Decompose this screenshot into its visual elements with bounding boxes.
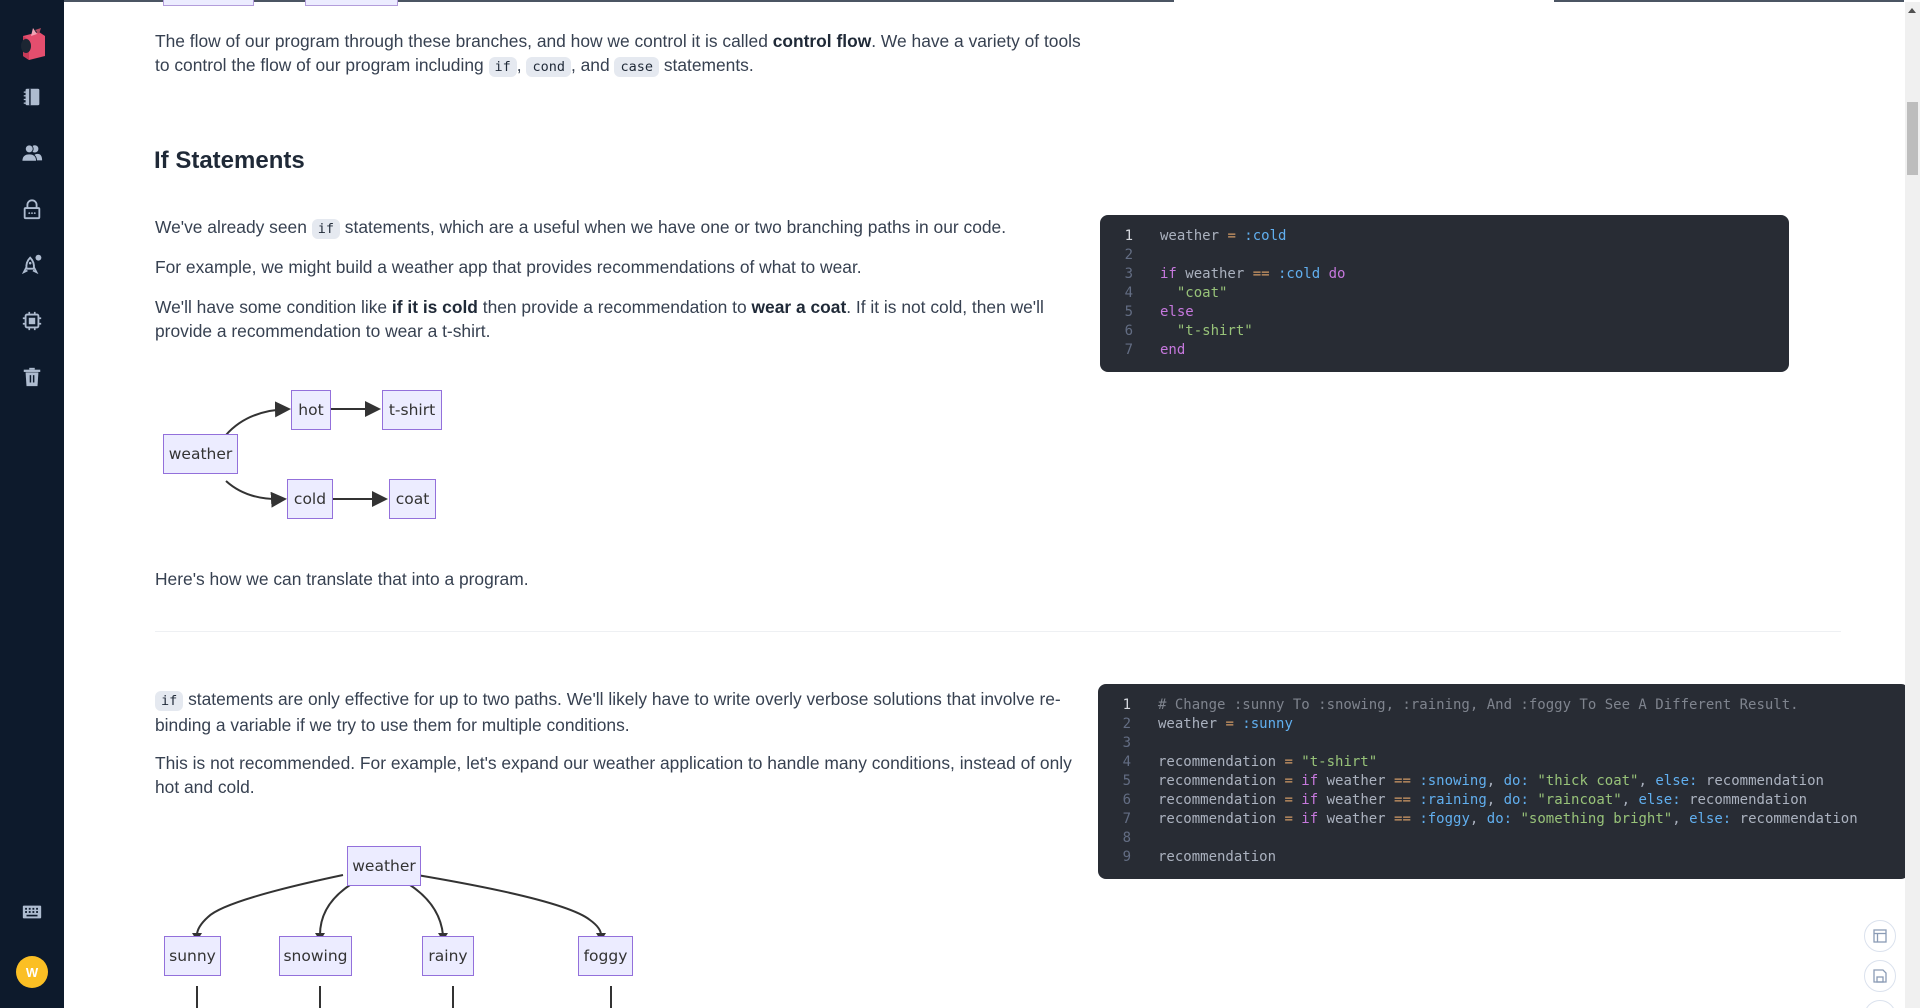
- page-scrollbar[interactable]: [1905, 2, 1920, 1008]
- save-button[interactable]: [1864, 960, 1896, 992]
- node-cold: cold: [287, 479, 333, 519]
- sidebar-item-runtime[interactable]: [20, 309, 44, 333]
- loading-bar-left: [64, 0, 1174, 2]
- section-heading: If Statements: [154, 147, 305, 174]
- users-icon: [21, 144, 43, 162]
- weather-conditions-flowchart: weather sunny snowing rainy foggy: [164, 845, 705, 1008]
- node-rainy: rainy: [422, 936, 474, 976]
- paragraph-not-recommended: This is not recommended. For example, le…: [155, 753, 1072, 797]
- save-icon: [1873, 969, 1887, 983]
- rocket-notification-icon: [21, 254, 42, 275]
- inline-code-case: case: [614, 57, 659, 77]
- diagram-node-stub: [305, 0, 398, 6]
- layout-icon: [1873, 929, 1887, 943]
- node-snowing: snowing: [279, 936, 352, 976]
- node-hot: hot: [291, 390, 331, 430]
- code-line: 6 "t-shirt": [1124, 323, 1253, 339]
- code-line: 2: [1124, 247, 1133, 263]
- sidebar-item-notebooks[interactable]: [20, 85, 44, 109]
- sidebar: W: [0, 0, 64, 1008]
- inline-code-cond: cond: [526, 57, 571, 77]
- sidebar-item-keyboard-shortcuts[interactable]: [20, 900, 44, 924]
- node-sunny: sunny: [164, 936, 221, 976]
- section-divider: [155, 631, 1841, 632]
- code-line: 8: [1122, 830, 1131, 846]
- paragraph-already-seen-if: We've already seen if statements, which …: [155, 217, 1007, 239]
- paragraph-translate: Here's how we can translate that into a …: [155, 569, 529, 589]
- sidebar-item-hub[interactable]: [20, 253, 44, 277]
- avatar-initial: W: [25, 964, 39, 980]
- bold-control-flow: control flow: [772, 31, 872, 51]
- code-cell-multiple-ifs[interactable]: 1# Change :sunny To :snowing, :raining, …: [1098, 684, 1909, 879]
- sidebar-item-secrets[interactable]: [20, 197, 44, 221]
- inline-code-if: if: [155, 691, 184, 711]
- node-foggy: foggy: [578, 936, 633, 976]
- code-line: 4 "coat": [1124, 285, 1228, 301]
- user-avatar[interactable]: W: [16, 956, 48, 988]
- intro-paragraph: The flow of our program through these br…: [155, 31, 1081, 77]
- flowchart-edges: [225, 401, 388, 508]
- inline-code-if: if: [311, 219, 340, 239]
- lock-icon: [23, 199, 41, 220]
- sidebar-item-trash[interactable]: [20, 365, 44, 389]
- notebook-icon: [23, 88, 40, 106]
- diagram-node-stub: [163, 0, 254, 6]
- keyboard-icon: [22, 905, 42, 919]
- code-line: 1# Change :sunny To :snowing, :raining, …: [1122, 697, 1799, 713]
- scroll-thumb[interactable]: [1907, 102, 1918, 175]
- code-line: 3: [1122, 735, 1131, 751]
- node-weather: weather: [163, 434, 238, 474]
- toggle-layout-button[interactable]: [1864, 920, 1896, 952]
- node-weather: weather: [347, 846, 421, 886]
- sidebar-item-users[interactable]: [20, 141, 44, 165]
- cpu-chip-icon: [22, 311, 42, 331]
- notebook-content: The flow of our program through these br…: [64, 0, 1909, 1008]
- inline-code-if: if: [488, 57, 517, 77]
- trash-icon: [23, 367, 41, 387]
- loading-bar-right: [1554, 0, 1904, 2]
- node-t-shirt: t-shirt: [382, 390, 442, 430]
- node-coat: coat: [389, 479, 436, 519]
- scroll-up-arrow-icon[interactable]: [1908, 8, 1916, 13]
- paragraph-weather-app: For example, we might build a weather ap…: [155, 257, 862, 277]
- paragraph-condition: We'll have some condition like if it is …: [155, 297, 1044, 341]
- livebook-logo[interactable]: [15, 26, 49, 60]
- flowchart-edges: [192, 874, 612, 1008]
- weather-flowchart: weather hot t-shirt cold coat: [163, 385, 513, 525]
- paragraph-if-limits: if statements are only effective for up …: [155, 689, 1061, 735]
